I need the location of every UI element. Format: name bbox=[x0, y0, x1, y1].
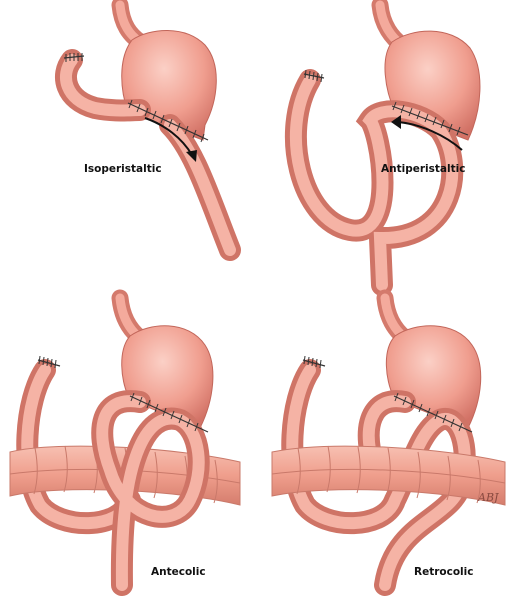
artist-signature: ABJ bbox=[477, 491, 499, 504]
caption-retrocolic: Retrocolic bbox=[414, 566, 474, 578]
panel-isoperistaltic bbox=[55, 0, 241, 261]
caption-antiperistaltic: Antiperistaltic bbox=[381, 163, 466, 175]
caption-antecolic: Antecolic bbox=[151, 566, 206, 578]
panel-retrocolic: ABJ bbox=[271, 289, 506, 596]
panel-antiperistaltic bbox=[284, 0, 481, 296]
caption-isoperistaltic: Isoperistaltic bbox=[84, 163, 162, 175]
panel-antecolic bbox=[9, 289, 241, 596]
